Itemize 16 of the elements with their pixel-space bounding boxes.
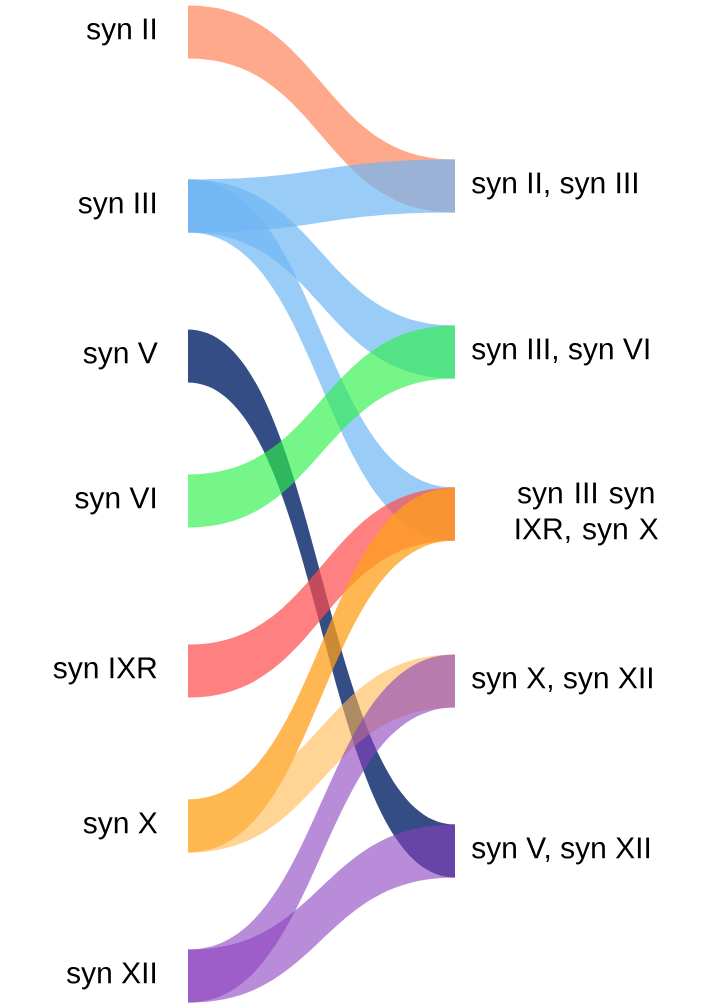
category-label: syn XII (66, 962, 155, 990)
category-label: syn II, syn III (472, 172, 637, 200)
category-label: syn III (78, 192, 155, 220)
flow-ribbon (188, 824, 455, 1003)
category-label: syn V, syn XII (472, 837, 650, 865)
flow-ribbon (188, 325, 455, 528)
flow-ribbon (188, 487, 455, 853)
category-label: syn IXR (53, 657, 157, 685)
category-label: syn X (83, 812, 158, 840)
flow-ribbon (188, 329, 455, 878)
category-label: syn X, syn XII (472, 667, 652, 695)
category-label: syn II (86, 18, 155, 46)
category-label: syn VI (75, 487, 155, 515)
category-label: syn V (83, 342, 158, 370)
category-label: syn III, syn VI (472, 338, 649, 366)
category-label: syn III syn IXR, syn X (516, 482, 659, 546)
